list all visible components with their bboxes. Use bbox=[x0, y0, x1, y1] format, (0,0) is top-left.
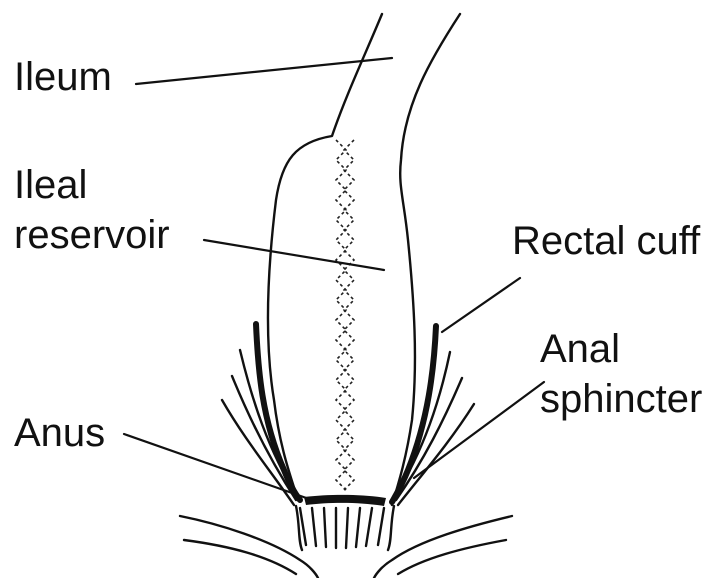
label-rectal-cuff: Rectal cuff bbox=[512, 219, 701, 263]
leader-anal-sphincter bbox=[414, 382, 544, 478]
label-anal: Anal bbox=[540, 327, 620, 371]
anus-region bbox=[180, 495, 512, 578]
label-sphincter: sphincter bbox=[540, 377, 702, 421]
ileal-reservoir-outline bbox=[268, 14, 460, 505]
label-reservoir: reservoir bbox=[14, 213, 170, 257]
suture-line bbox=[336, 140, 354, 490]
leader-rectal-cuff bbox=[442, 278, 520, 332]
leader-ileal-reservoir bbox=[204, 240, 384, 270]
label-ileal: Ileal bbox=[14, 163, 87, 207]
label-ileum: Ileum bbox=[14, 55, 112, 99]
label-anus: Anus bbox=[14, 411, 105, 455]
